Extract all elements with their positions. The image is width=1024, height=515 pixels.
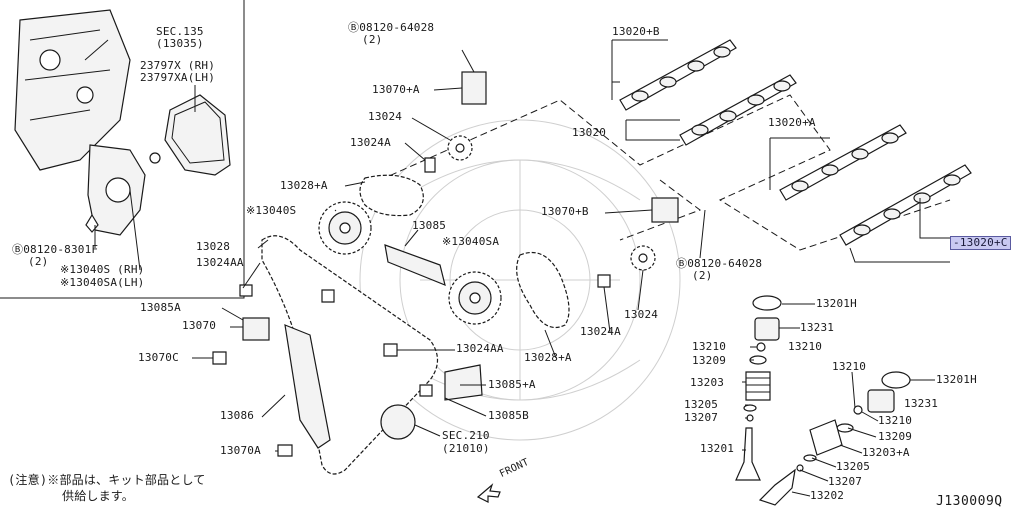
sprocket-13024-top	[447, 135, 473, 161]
label-13207-right: 13207	[828, 475, 863, 488]
kit-note-line2: 供給します。	[62, 489, 135, 503]
tensioner-13070a	[461, 71, 487, 105]
label-sec210-ref: (21010)	[442, 442, 490, 455]
guide-13086	[284, 324, 331, 449]
label-13210-right: 13210	[878, 414, 913, 427]
label-13209-right: 13209	[878, 430, 913, 443]
label-13201h-right: 13201H	[936, 373, 977, 386]
tensioner-13070b	[651, 197, 679, 223]
label-13231-left: 13231	[800, 321, 835, 334]
assembly-dashed-line	[379, 94, 951, 251]
label-13203a: 13203+A	[862, 446, 910, 459]
label-13028: 13028	[196, 240, 231, 253]
label-13201h-left: 13201H	[816, 297, 857, 310]
label-13205-right: 13205	[836, 460, 871, 473]
assembly-dashed-line-2	[619, 179, 702, 241]
label-bolt-64028-mid: Ⓑ08120-64028	[676, 257, 763, 270]
tensioner-13070	[242, 317, 270, 341]
label-13024a-mid: 13024A	[580, 325, 621, 338]
front-arrow-icon	[476, 483, 501, 503]
label-13086: 13086	[220, 409, 255, 422]
chain-13028a-top	[359, 174, 424, 217]
label-13085a: 13085A	[140, 301, 181, 314]
label-13040s: ※13040S	[246, 204, 297, 217]
label-bolt-64028-top: Ⓑ08120-64028	[348, 21, 435, 34]
label-sec135-ref: (13035)	[156, 37, 204, 50]
label-sec210: SEC.210	[442, 429, 490, 442]
label-13201: 13201	[700, 442, 735, 455]
label-13207-left: 13207	[684, 411, 719, 424]
label-13085: 13085	[412, 219, 447, 232]
label-gasket-lh: 23797XA(LH)	[140, 71, 216, 84]
label-13024aa-mid: 13024AA	[456, 342, 504, 355]
label-13210-b: 13210	[788, 340, 823, 353]
label-13020a: 13020+A	[768, 116, 816, 129]
sprocket-13040s	[318, 201, 372, 255]
guide-13085a-plus	[444, 364, 483, 401]
label-13020c-highlighted[interactable]: -13020+C	[950, 236, 1011, 250]
label-13020: 13020	[572, 126, 607, 139]
label-13231-right: 13231	[904, 397, 939, 410]
label-13210-right-top: 13210	[832, 360, 867, 373]
camshaft-13020c	[839, 164, 972, 246]
label-13040sa: ※13040SA	[442, 235, 500, 248]
label-13040s-rh: ※13040S (RH)	[60, 263, 145, 276]
label-sec135: SEC.135	[156, 25, 204, 38]
label-bolt-8301f-qty: (2)	[28, 255, 49, 268]
label-13202: 13202	[810, 489, 845, 502]
sprocket-13024-mid	[630, 245, 656, 271]
guide-13085	[384, 244, 446, 286]
camshaft-13020a	[779, 124, 907, 201]
watermark-emblem	[359, 119, 681, 441]
valve-train-right	[758, 371, 911, 506]
leader-lines	[84, 39, 950, 497]
label-13205-left: 13205	[684, 398, 719, 411]
label-13028a-top: 13028+A	[280, 179, 328, 192]
label-13028a-mid: 13028+A	[524, 351, 572, 364]
label-13085b: 13085B	[488, 409, 529, 422]
label-13070b: 13070+B	[541, 205, 589, 218]
valve-train-left	[735, 295, 782, 481]
label-13070a: 13070+A	[372, 83, 420, 96]
label-13024aa-left: 13024AA	[196, 256, 244, 269]
label-13070c: 13070C	[138, 351, 179, 364]
sprocket-sec210	[380, 404, 416, 440]
label-13040sa-lh: ※13040SA(LH)	[60, 276, 145, 289]
inset-parts	[14, 9, 231, 236]
bolts	[212, 157, 611, 457]
label-gasket-rh: 23797X (RH)	[140, 59, 216, 72]
camshaft-13020	[679, 74, 797, 146]
label-13209-left: 13209	[692, 354, 727, 367]
label-13024: 13024	[368, 110, 403, 123]
label-13203: 13203	[690, 376, 725, 389]
label-13210-a: 13210	[692, 340, 727, 353]
label-bolt-8301f: Ⓑ08120-8301F	[12, 243, 99, 256]
kit-note-line1: (注意)※部品は、キット部品として	[8, 473, 206, 487]
sprocket-13040sa	[448, 271, 502, 325]
label-13020b: 13020+B	[612, 25, 660, 38]
label-13085a-plus: 13085+A	[488, 378, 536, 391]
label-bolt-64028-top-qty: (2)	[362, 33, 383, 46]
label-13070a-bottom: 13070A	[220, 444, 261, 457]
diagram-code: J130009Q	[936, 494, 1003, 509]
label-13070: 13070	[182, 319, 217, 332]
label-bolt-64028-mid-qty: (2)	[692, 269, 713, 282]
chain-13028a-mid	[516, 251, 570, 329]
label-13024-mid: 13024	[624, 308, 659, 321]
inset-frame	[0, 0, 245, 299]
label-13024a: 13024A	[350, 136, 391, 149]
camshaft-13020b	[619, 39, 737, 111]
